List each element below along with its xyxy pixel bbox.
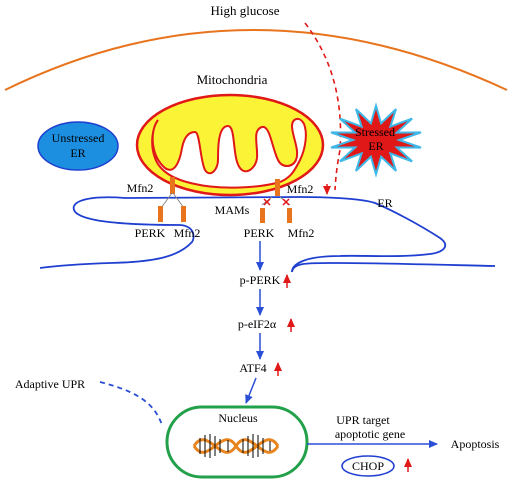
stressed-er-label-line1: Stressed bbox=[355, 125, 395, 139]
arrow-atf4-to-nucleus bbox=[245, 377, 257, 404]
er-label: ER bbox=[377, 196, 392, 210]
mfn2-left-label: Mfn2 bbox=[127, 181, 154, 195]
nucleus-label: Nucleus bbox=[218, 411, 258, 425]
nucleus bbox=[165, 405, 309, 479]
er-membrane-top bbox=[124, 196, 447, 273]
dna-helix-icon bbox=[192, 434, 280, 458]
er-membrane bbox=[39, 196, 195, 269]
adaptive-upr-line bbox=[99, 381, 163, 426]
high-glucose-label: High glucose bbox=[211, 3, 280, 18]
unstressed-er-ellipse bbox=[37, 121, 119, 171]
chop-ellipse bbox=[341, 455, 395, 477]
cell-membrane bbox=[4, 29, 508, 91]
upr-target-label-line1: UPR target bbox=[336, 413, 390, 427]
mitochondria-label: Mitochondria bbox=[197, 72, 268, 87]
left-tether bbox=[158, 177, 186, 222]
starburst-icon bbox=[330, 102, 422, 178]
perk-left-label: PERK bbox=[135, 226, 166, 240]
adaptive-upr-label: Adaptive UPR bbox=[15, 377, 85, 391]
break-x-right bbox=[282, 198, 290, 206]
stressed-er-label-line2: ER bbox=[368, 139, 383, 153]
p-perk-label: p-PERK bbox=[240, 273, 281, 287]
mfn2-left-bottom-label: Mfn2 bbox=[174, 226, 201, 240]
mfn2-right-bottom-label: Mfn2 bbox=[288, 226, 315, 240]
mfn2-right-label: Mfn2 bbox=[287, 182, 314, 196]
atf4-label: ATF4 bbox=[239, 361, 266, 375]
mitochondrion bbox=[135, 93, 325, 197]
mams-label: MAMs bbox=[215, 203, 250, 217]
upr-target-label-line2: apoptotic gene bbox=[335, 427, 405, 441]
unstressed-er-label-line2: ER bbox=[70, 146, 85, 160]
er-membrane-right bbox=[291, 262, 496, 273]
p-eif2a-label: p-eIF2α bbox=[238, 317, 277, 331]
break-x-left bbox=[263, 198, 271, 206]
unstressed-er-label-line1: Unstressed bbox=[52, 131, 105, 145]
apoptosis-label: Apoptosis bbox=[451, 437, 500, 451]
chop-label: CHOP bbox=[352, 459, 384, 473]
right-tether-broken bbox=[260, 179, 292, 223]
perk-right-label: PERK bbox=[244, 226, 275, 240]
